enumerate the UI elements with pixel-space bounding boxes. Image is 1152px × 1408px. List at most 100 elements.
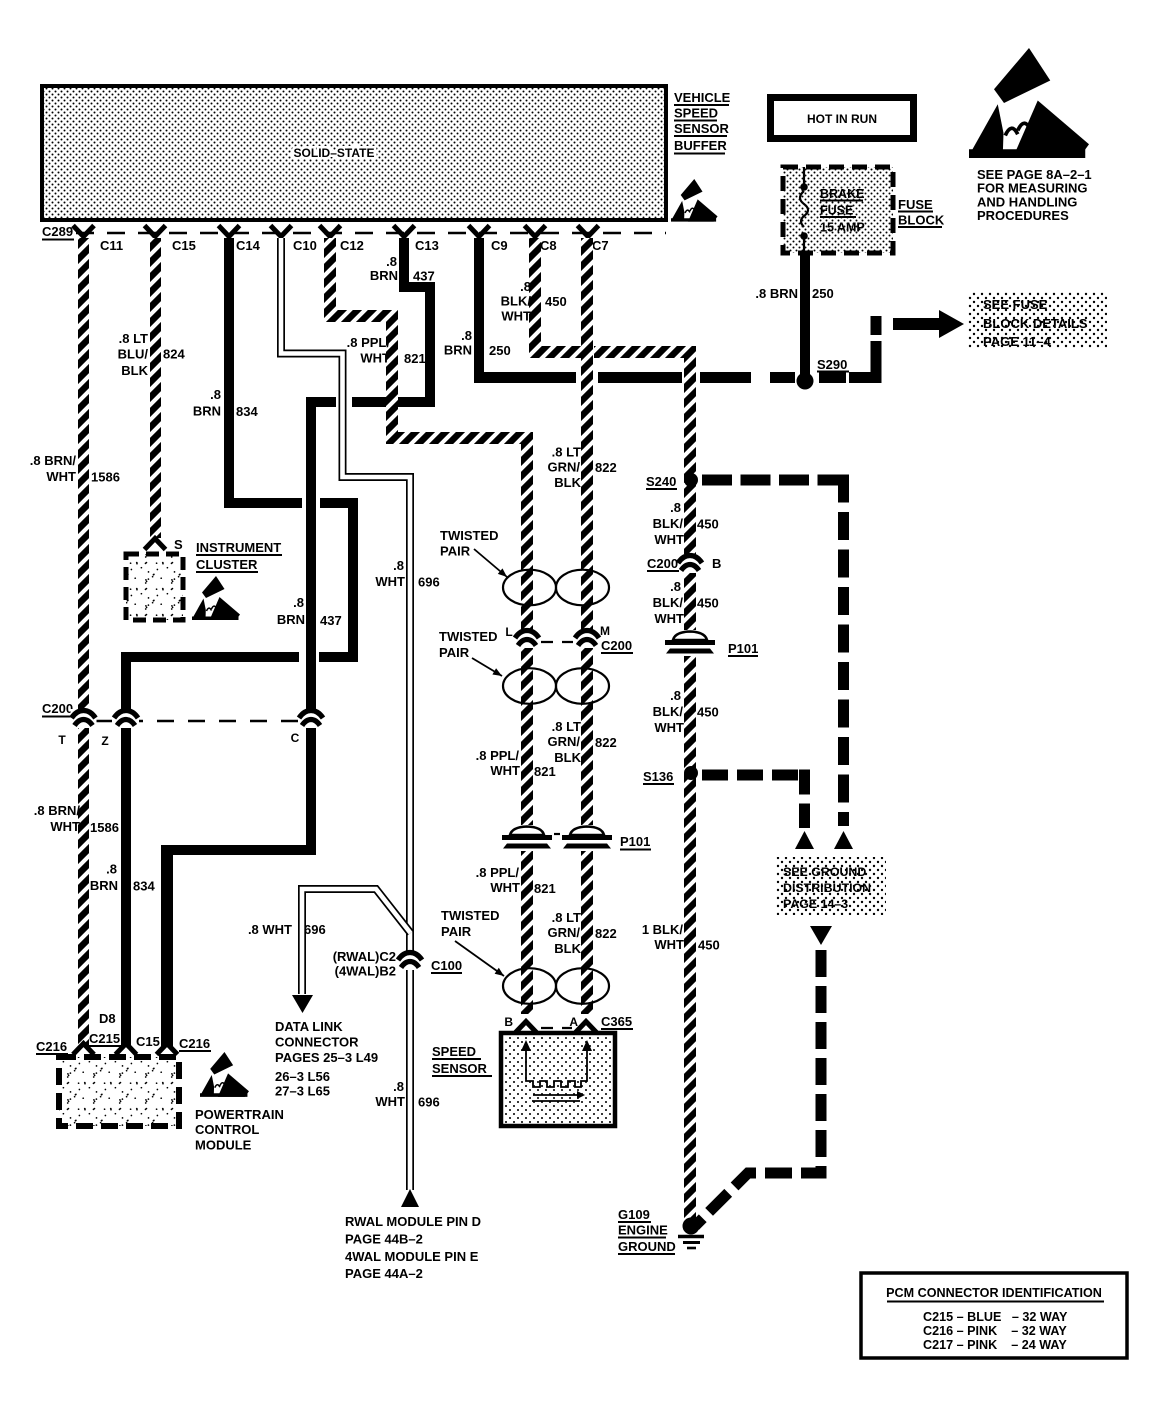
svg-text:437: 437 [413,269,435,284]
svg-text:BLK/: BLK/ [501,294,532,309]
svg-text:C12: C12 [340,238,364,253]
svg-text:26–3 L56: 26–3 L56 [275,1069,330,1084]
svg-text:.8: .8 [520,279,531,294]
svg-text:WHT: WHT [46,469,76,484]
svg-text:250: 250 [812,286,834,301]
svg-text:.8 PPL/: .8 PPL/ [476,865,520,880]
svg-text:437: 437 [320,613,342,628]
svg-text:S290: S290 [817,357,847,372]
svg-text:M: M [600,624,610,638]
svg-text:PAGE 44B–2: PAGE 44B–2 [345,1232,423,1247]
svg-text:DATA LINK: DATA LINK [275,1019,343,1034]
svg-text:AND HANDLING: AND HANDLING [977,195,1077,210]
svg-text:450: 450 [697,705,719,720]
svg-text:FUSE: FUSE [898,197,933,212]
svg-text:MODULE: MODULE [195,1138,252,1153]
svg-text:822: 822 [595,926,617,941]
svg-text:C200: C200 [601,638,632,653]
svg-text:.8 PPL/: .8 PPL/ [347,335,391,350]
svg-text:450: 450 [697,596,719,611]
svg-text:PAIR: PAIR [441,924,472,939]
svg-text:BLU/: BLU/ [118,347,149,362]
svg-text:G109: G109 [618,1207,650,1222]
svg-text:1 BLK/: 1 BLK/ [642,922,684,937]
svg-text:WHT: WHT [375,574,405,589]
svg-text:GROUND: GROUND [618,1239,676,1254]
svg-text:WHT: WHT [654,937,684,952]
svg-text:WHT: WHT [375,1094,405,1109]
svg-text:.8: .8 [670,579,681,594]
svg-text:S136: S136 [643,769,673,784]
svg-text:822: 822 [595,735,617,750]
svg-text:.8 BRN/: .8 BRN/ [34,803,81,818]
svg-text:WHT: WHT [501,309,531,324]
svg-text:821: 821 [534,881,556,896]
svg-text:BRN: BRN [277,612,305,627]
svg-text:WHT: WHT [654,611,684,626]
svg-text:C216: C216 [36,1039,67,1054]
svg-text:FUSE: FUSE [820,204,853,218]
svg-text:SEE FUSE: SEE FUSE [983,297,1048,312]
svg-text:.8: .8 [461,328,472,343]
svg-text:.8: .8 [386,254,397,269]
svg-text:.8: .8 [670,688,681,703]
svg-text:250: 250 [489,343,511,358]
svg-text:C200: C200 [42,701,73,716]
svg-text:DISTRIBUTION: DISTRIBUTION [783,881,871,895]
svg-text:WHT: WHT [654,720,684,735]
svg-text:WHT: WHT [360,351,390,366]
svg-text:BLOCK: BLOCK [898,213,945,228]
svg-text:WHT: WHT [490,763,520,778]
svg-text:C8: C8 [540,238,557,253]
svg-text:BLK: BLK [121,363,148,378]
svg-text:C9: C9 [491,238,508,253]
svg-text:BLK/: BLK/ [653,595,684,610]
svg-text:BRN: BRN [370,268,398,283]
svg-text:PAGE 14–3: PAGE 14–3 [783,897,848,911]
svg-text:822: 822 [595,460,617,475]
svg-text:P101: P101 [620,834,650,849]
svg-text:.8 LT: .8 LT [119,331,148,346]
svg-text:SPEED: SPEED [432,1044,476,1059]
svg-text:PAIR: PAIR [439,645,470,660]
svg-text:.8: .8 [670,500,681,515]
svg-text:C289: C289 [42,224,73,239]
svg-text:CONNECTOR: CONNECTOR [275,1035,359,1050]
svg-text:(RWAL)C2: (RWAL)C2 [333,949,396,964]
svg-text:GRN/: GRN/ [548,460,581,475]
svg-text:BRN: BRN [444,343,472,358]
svg-text:.8: .8 [293,595,304,610]
svg-text:.8: .8 [210,387,221,402]
svg-text:C215 – BLUE – 32 WAY: C215 – BLUE – 32 WAY [923,1310,1068,1324]
svg-text:.8: .8 [393,1079,404,1094]
svg-text:PAGE 44A–2: PAGE 44A–2 [345,1266,423,1281]
svg-text:C: C [291,731,300,745]
svg-text:D8: D8 [99,1011,116,1026]
svg-text:.8: .8 [106,862,117,877]
svg-text:.8 LT: .8 LT [552,910,581,925]
svg-text:BLK/: BLK/ [653,704,684,719]
svg-text:.8 PPL/: .8 PPL/ [476,748,520,763]
svg-text:BLK/: BLK/ [653,516,684,531]
svg-text:.8 LT: .8 LT [552,445,581,460]
svg-text:GRN/: GRN/ [548,734,581,749]
svg-text:(4WAL)B2: (4WAL)B2 [335,964,396,979]
svg-text:821: 821 [404,351,426,366]
svg-text:B: B [712,556,721,571]
svg-text:450: 450 [697,517,719,532]
svg-text:SENSOR: SENSOR [674,121,730,136]
svg-text:T: T [58,733,66,747]
svg-text:VEHICLE: VEHICLE [674,90,731,105]
svg-text:.8 WHT: .8 WHT [248,922,292,937]
svg-text:A: A [569,1015,578,1029]
svg-text:CLUSTER: CLUSTER [196,557,258,572]
svg-text:L: L [505,625,512,639]
svg-text:WHT: WHT [50,819,80,834]
svg-text:C100: C100 [431,958,462,973]
svg-text:PAIR: PAIR [440,544,471,559]
svg-text:.8: .8 [393,558,404,573]
svg-text:C14: C14 [236,238,261,253]
svg-text:C7: C7 [592,238,609,253]
svg-text:4WAL MODULE PIN E: 4WAL MODULE PIN E [345,1249,479,1264]
svg-text:834: 834 [236,404,258,419]
